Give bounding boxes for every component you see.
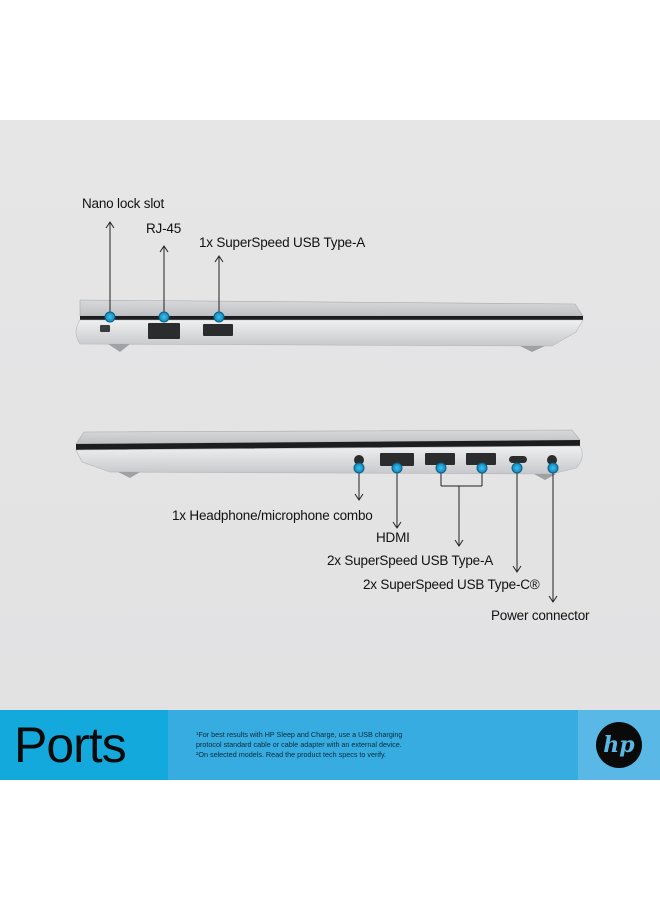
banner-fine-print-block: ¹For best results with HP Sleep and Char… (168, 710, 578, 780)
fine-print-line-2: protocol standard cable or cable adapter… (196, 740, 402, 749)
usb-a-port-right-1 (425, 453, 455, 465)
laptop-right-side (75, 429, 583, 480)
hp-logo: hp (596, 722, 642, 768)
usb-a-port-right-2 (466, 453, 496, 465)
usb-a-port-left (203, 324, 233, 336)
callout-dot-usb-c (511, 462, 523, 474)
power-connector-port (547, 455, 557, 465)
label-usb-c: 2x SuperSpeed USB Type-C® (363, 577, 540, 592)
banner-logo-block: hp (578, 710, 660, 780)
laptop-left-side (75, 299, 584, 352)
callout-dot-usb-a-1 (435, 462, 447, 474)
label-usb-a-left: 1x SuperSpeed USB Type-A (199, 235, 366, 250)
callout-dot-rj45 (158, 311, 170, 323)
headphone-jack (354, 455, 364, 465)
label-usb-a-right: 2x SuperSpeed USB Type-A (327, 553, 494, 568)
rj45-port (148, 323, 180, 339)
banner-title-block: Ports (0, 710, 168, 780)
hdmi-port (380, 453, 414, 466)
product-image-panel (0, 120, 660, 710)
banner-fine-print: ¹For best results with HP Sleep and Char… (196, 730, 496, 760)
callout-dot-nano-lock (104, 311, 116, 323)
nano-lock-slot (100, 325, 110, 332)
label-power-connector: Power connector (491, 608, 590, 623)
ports-banner: Ports ¹For best results with HP Sleep an… (0, 710, 660, 780)
label-headphone-combo: 1x Headphone/microphone combo (172, 508, 373, 523)
banner-title: Ports (14, 717, 127, 773)
callout-dot-headphone (353, 462, 365, 474)
callout-dot-power (547, 462, 559, 474)
label-rj45: RJ-45 (146, 221, 182, 236)
callout-dot-usb-a-2 (476, 462, 488, 474)
fine-print-line-1: ¹For best results with HP Sleep and Char… (196, 730, 403, 739)
fine-print-line-3: ²On selected models. Read the product te… (196, 750, 387, 759)
callout-dot-hdmi (391, 462, 403, 474)
usb-c-port (509, 456, 527, 463)
callout-dot-usb-a-left (213, 311, 225, 323)
label-nano-lock-slot: Nano lock slot (82, 196, 164, 211)
label-hdmi: HDMI (376, 530, 410, 545)
left-callout-lines (105, 221, 224, 316)
